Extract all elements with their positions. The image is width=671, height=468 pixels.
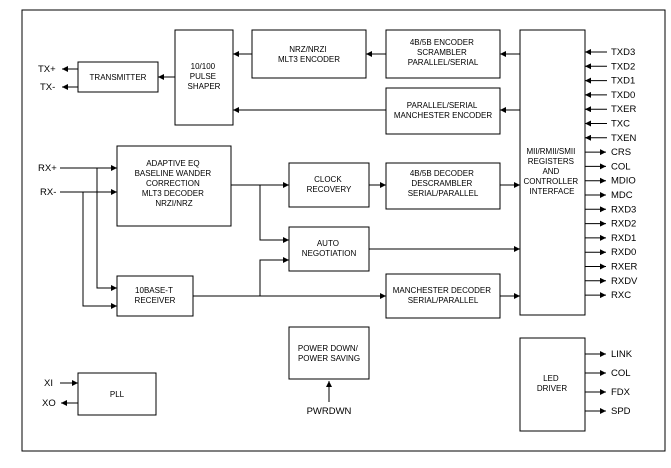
pin-xo: XO: [42, 398, 56, 409]
pin-label-mdio: MDIO: [611, 176, 636, 187]
wire-rx-plus-to-receiver: [96, 168, 117, 291]
pin-label-txer: TXER: [611, 104, 636, 115]
pin-label-txd3: TXD3: [611, 47, 635, 58]
wire-eq-to-auto-negotiation: [259, 185, 289, 243]
power-down-label: POWER DOWN/ POWER SAVING: [298, 344, 360, 363]
clock-recovery-label: CLOCK RECOVERY: [307, 175, 352, 194]
receiver-10baset-block: 10BASE-T RECEIVER: [116, 275, 194, 317]
adaptive-eq-block: ADAPTIVE EQ BASELINE WANDER CORRECTION M…: [116, 145, 232, 227]
pin-label-fdx: FDX: [611, 387, 631, 398]
pin-label-rxd3: RXD3: [611, 204, 636, 215]
pin-label-rxd1: RXD1: [611, 233, 636, 244]
pin-label-crs: CRS: [611, 147, 631, 158]
manchester-decoder-label: MANCHESTER DECODER SERIAL/PARALLEL: [393, 286, 493, 305]
led-pin-list: LINK COL FDX SPD: [585, 349, 633, 417]
pin-label-rxc: RXC: [611, 290, 631, 301]
nrzi-encoder-block: NRZ/NRZI MLT3 ENCODER: [251, 29, 367, 79]
manchester-encoder-label: PARALLEL/SERIAL MANCHESTER ENCODER: [394, 101, 492, 120]
manchester-decoder-block: MANCHESTER DECODER SERIAL/PARALLEL: [385, 273, 501, 319]
pin-pwrdwn: PWRDWN: [307, 406, 352, 417]
pin-label-col: COL: [611, 161, 631, 172]
transmitter-block: TRANSMITTER: [77, 61, 159, 93]
auto-negotiation-block: AUTO NEGOTIATION: [288, 226, 370, 272]
pin-label-spd: SPD: [611, 406, 631, 417]
pin-xi: XI: [44, 378, 53, 389]
receiver-10baset-label: 10BASE-T RECEIVER: [135, 286, 176, 305]
nrzi-encoder-label: NRZ/NRZI MLT3 ENCODER: [278, 45, 340, 64]
pll-label: PLL: [110, 390, 125, 399]
pll-block: PLL: [77, 372, 157, 416]
pin-tx-minus: TX-: [40, 82, 55, 93]
pulse-shaper-block: 10/100 PULSE SHAPER: [174, 29, 234, 126]
manchester-encoder-block: PARALLEL/SERIAL MANCHESTER ENCODER: [385, 87, 501, 135]
mii-registers-block: MII/RMII/SMII REGISTERS AND CONTROLLER I…: [519, 29, 586, 316]
pin-label-rxd2: RXD2: [611, 219, 636, 230]
pin-label-txen: TXEN: [611, 133, 636, 144]
encoder-4b5b-label: 4B/5B ENCODER SCRAMBLER PARALLEL/SERIAL: [408, 38, 479, 67]
pin-label-col: COL: [611, 368, 631, 379]
led-driver-block: LED DRIVER: [519, 337, 586, 432]
pin-label-rxer: RXER: [611, 262, 638, 273]
wire-rx-minus-to-receiver: [82, 192, 117, 309]
pin-label-rxd0: RXD0: [611, 247, 636, 258]
power-down-block: POWER DOWN/ POWER SAVING: [288, 326, 370, 380]
pin-label-txd0: TXD0: [611, 90, 635, 101]
pin-label-link: LINK: [611, 349, 633, 360]
encoder-4b5b-block: 4B/5B ENCODER SCRAMBLER PARALLEL/SERIAL: [385, 29, 501, 79]
decoder-4b5b-label: 4B/5B DECODER DESCRAMBLER SERIAL/PARALLE…: [408, 169, 479, 198]
pin-rx-plus: RX+: [38, 163, 57, 174]
pin-label-txd1: TXD1: [611, 76, 635, 87]
mii-registers-label: MII/RMII/SMII REGISTERS AND CONTROLLER I…: [524, 147, 581, 196]
pin-label-rxdv: RXDV: [611, 276, 638, 287]
pin-rx-minus: RX-: [40, 187, 56, 198]
clock-recovery-block: CLOCK RECOVERY: [288, 162, 370, 208]
pin-label-txd2: TXD2: [611, 61, 635, 72]
wire-receiver-to-auto-negotiation: [259, 257, 289, 296]
auto-negotiation-label: AUTO NEGOTIATION: [302, 239, 357, 258]
pin-label-txc: TXC: [611, 119, 630, 130]
led-driver-label: LED DRIVER: [537, 374, 567, 393]
signal-wires: [60, 51, 520, 406]
adaptive-eq-label: ADAPTIVE EQ BASELINE WANDER CORRECTION M…: [135, 159, 214, 208]
pin-tx-plus: TX+: [38, 64, 56, 75]
pulse-shaper-label: 10/100 PULSE SHAPER: [188, 62, 221, 91]
decoder-4b5b-block: 4B/5B DECODER DESCRAMBLER SERIAL/PARALLE…: [385, 162, 501, 210]
pin-label-mdc: MDC: [611, 190, 633, 201]
transmitter-label: TRANSMITTER: [90, 73, 147, 82]
